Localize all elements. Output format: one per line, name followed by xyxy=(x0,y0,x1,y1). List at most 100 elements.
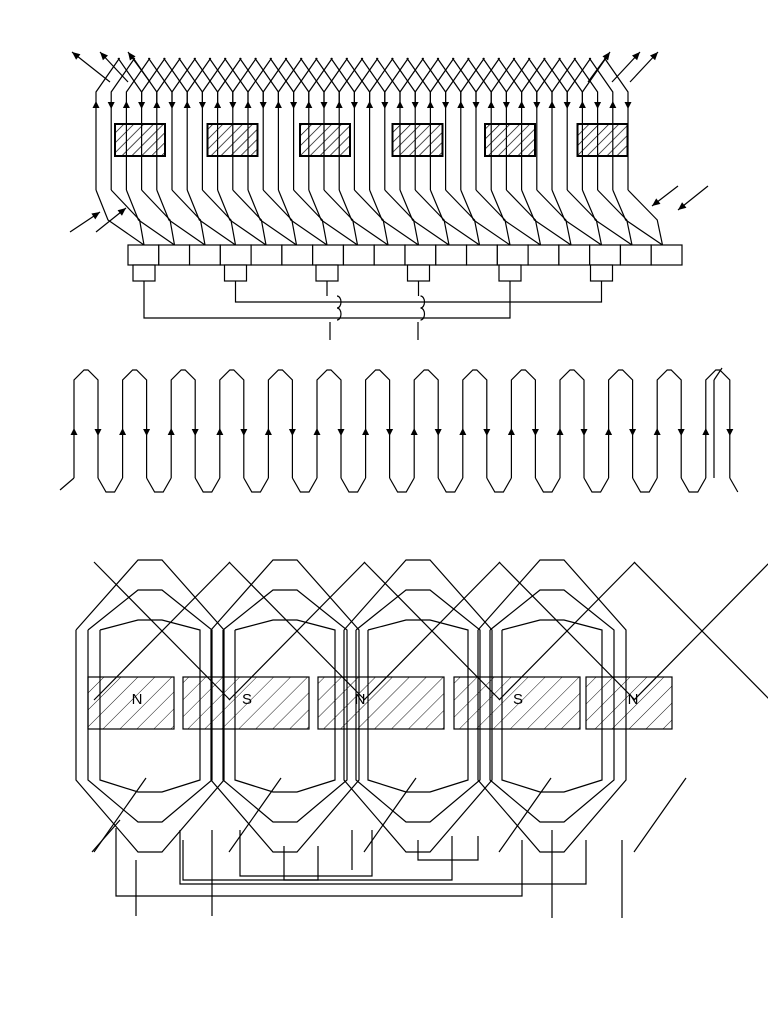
end-connection xyxy=(360,57,386,106)
terminal-lead xyxy=(127,51,151,83)
current-arrow xyxy=(580,429,588,436)
wave-lead-out xyxy=(713,367,723,381)
current-arrow xyxy=(92,101,100,108)
brush xyxy=(589,264,614,282)
commutator-segment xyxy=(558,244,591,266)
stator-coil xyxy=(477,559,627,853)
commutator-segment xyxy=(527,244,560,266)
terminal-lead xyxy=(69,211,101,233)
commutator-lead xyxy=(536,189,572,246)
commutator-lead xyxy=(156,189,206,246)
commutator-segment xyxy=(650,244,683,266)
end-connection xyxy=(239,57,264,106)
terminal-lead xyxy=(95,207,127,233)
current-arrow xyxy=(507,428,515,435)
field-pole xyxy=(484,123,536,157)
commutator-lead xyxy=(262,189,298,246)
end-connection xyxy=(269,57,295,106)
current-arrow xyxy=(216,428,224,435)
stator-coil xyxy=(75,559,225,853)
commutator-segment xyxy=(127,244,160,266)
commutator-lead xyxy=(369,189,419,246)
field-pole xyxy=(391,123,444,157)
coil-connection xyxy=(115,828,523,897)
commutator-lead xyxy=(171,189,206,246)
wave-upper-loop xyxy=(510,369,537,478)
current-arrow xyxy=(426,101,434,108)
commutator-lead xyxy=(612,189,663,246)
current-arrow xyxy=(502,102,510,109)
field-pole xyxy=(114,123,166,157)
commutator-lead xyxy=(581,189,633,246)
current-arrow xyxy=(313,428,321,435)
commutator-lead xyxy=(460,189,511,246)
wave-upper-loop xyxy=(462,369,488,478)
commutator-segment xyxy=(619,244,652,266)
commutator-segment xyxy=(496,244,529,266)
end-connection xyxy=(95,57,121,106)
commutator-lead xyxy=(110,189,145,246)
commutator-segment xyxy=(281,244,314,266)
current-arrow xyxy=(531,429,539,436)
pole-label: S xyxy=(513,691,523,708)
current-arrow xyxy=(533,102,541,109)
current-arrow xyxy=(274,101,282,108)
terminal-lead xyxy=(611,51,641,83)
wave-lower-loop xyxy=(437,477,464,493)
current-arrow xyxy=(434,429,442,436)
end-connection xyxy=(543,57,568,106)
current-arrow xyxy=(548,101,556,108)
wave-upper-loop xyxy=(73,369,99,478)
current-arrow xyxy=(119,428,127,435)
terminal-lead xyxy=(99,51,129,83)
stator-coil xyxy=(87,589,213,823)
field-pole xyxy=(299,123,351,157)
current-arrow xyxy=(167,428,175,435)
end-connection xyxy=(330,57,355,106)
coil-connection xyxy=(239,830,373,877)
wave-upper-loop xyxy=(656,369,682,478)
current-arrow xyxy=(556,428,564,435)
current-arrow xyxy=(457,101,465,108)
commutator-segment xyxy=(373,244,406,266)
commutator-lead xyxy=(597,189,633,246)
current-arrow xyxy=(629,429,637,436)
wave-lower-loop xyxy=(243,477,269,493)
wave-upper-loop xyxy=(121,369,148,478)
wave-lower-loop xyxy=(534,477,561,493)
wave-lower-loop xyxy=(389,477,415,493)
end-connection xyxy=(147,57,173,106)
current-arrow xyxy=(183,101,191,108)
commutator-lead xyxy=(323,189,359,246)
end-connection xyxy=(482,57,507,106)
current-arrow xyxy=(229,102,237,109)
commutator-segment xyxy=(435,244,468,266)
magnet-pole xyxy=(182,676,310,730)
commutator-lead xyxy=(201,189,237,246)
end-connection xyxy=(117,57,143,106)
commutator-lead xyxy=(445,189,481,246)
commutator-lead xyxy=(566,189,603,246)
pole-label: N xyxy=(355,691,366,708)
commutator-lead xyxy=(338,189,389,246)
end-connection xyxy=(451,57,477,106)
current-arrow xyxy=(677,429,685,436)
current-arrow xyxy=(143,429,151,436)
current-arrow xyxy=(396,101,404,108)
stator-coil xyxy=(355,589,481,823)
brush xyxy=(223,264,248,282)
pole-label: N xyxy=(132,691,143,708)
wave-lower-loop xyxy=(291,477,318,493)
wave-upper-loop xyxy=(705,369,731,478)
current-arrow xyxy=(605,428,613,435)
current-arrow xyxy=(483,429,491,436)
wave-lead xyxy=(729,477,739,493)
commutator-lead xyxy=(627,189,664,246)
wave-upper-loop xyxy=(365,369,391,478)
stator-coil xyxy=(99,619,201,793)
wave-upper-loop xyxy=(267,369,293,478)
commutator-segment xyxy=(342,244,375,266)
wave-upper-loop xyxy=(607,369,634,478)
commutator-lead xyxy=(551,189,602,246)
